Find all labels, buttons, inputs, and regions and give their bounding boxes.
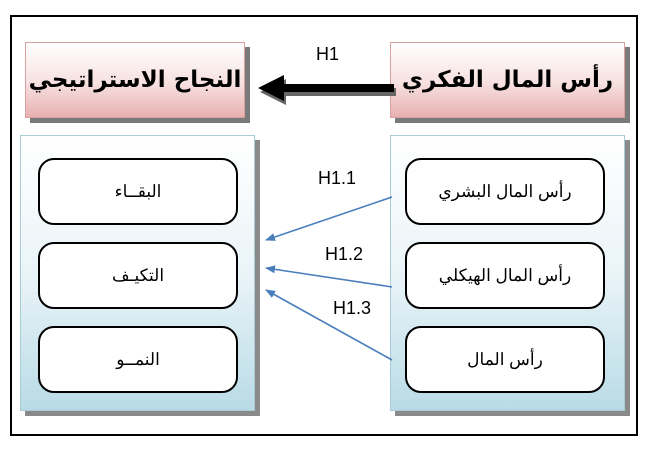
sub-arrow-h1-1 — [265, 196, 393, 241]
dependent-variable-box: النجاح الاستراتيجي — [25, 42, 245, 118]
hypothesis-h1-3-label: H1.3 — [333, 298, 372, 318]
dimension-survival: البقــاء — [38, 158, 238, 225]
dimension-relational-capital: رأس المال — [405, 326, 605, 393]
diagram-frame — [10, 15, 638, 436]
dimension-human-capital: رأس المال البشري — [405, 158, 605, 225]
hypothesis-h1-1-label: H1.1 — [318, 168, 357, 188]
main-arrow — [258, 75, 396, 105]
dimension-growth: النمــو — [38, 326, 238, 393]
hypothesis-h1-label: H1 — [316, 44, 340, 64]
sub-arrow-h1-3 — [265, 289, 393, 361]
independent-variable-box: رأس المال الفكري — [390, 42, 625, 118]
hypothesis-h1-2-label: H1.2 — [325, 244, 364, 264]
dimension-adaptation: التكيـف — [38, 242, 238, 309]
dimension-structural-capital: رأس المال الهيكلي — [405, 242, 605, 309]
sub-arrow-h1-2 — [265, 265, 393, 288]
